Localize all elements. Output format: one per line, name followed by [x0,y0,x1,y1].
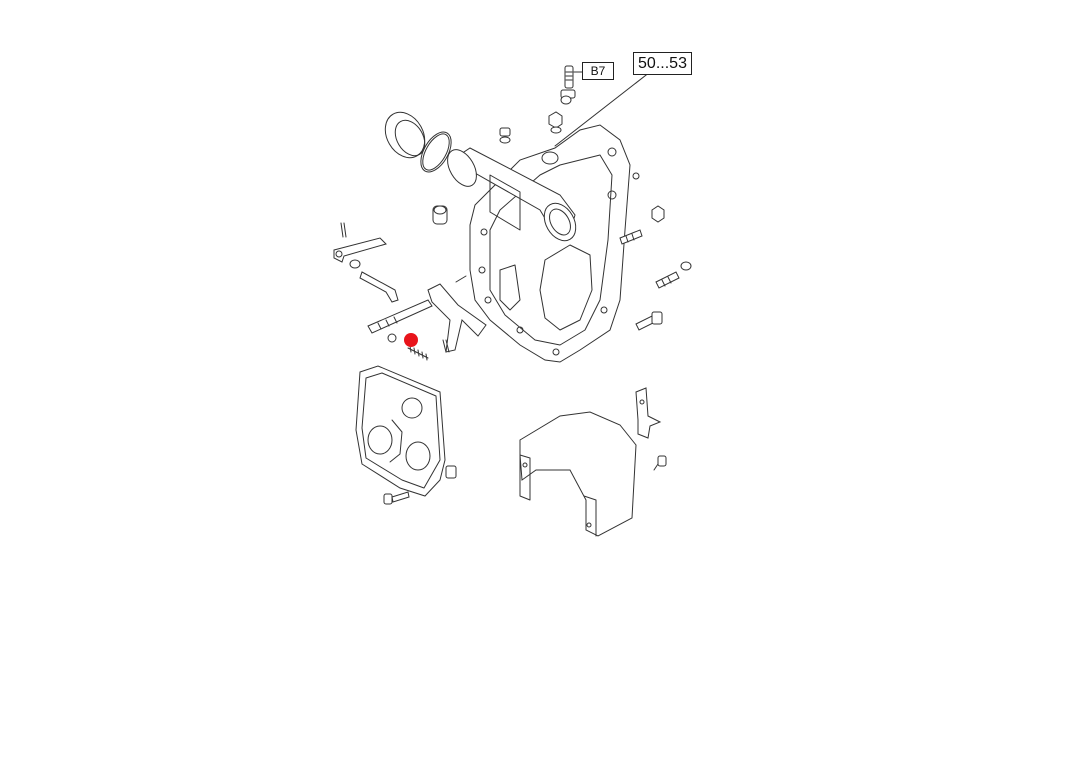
highlighted-part-marker[interactable] [404,333,418,347]
detent-spring [407,345,429,361]
nut-right [651,205,665,223]
selector-lever [333,237,387,263]
shaft-tube [447,147,577,242]
bushing-part [432,205,448,225]
seal-cap [384,111,426,159]
leader-line-range [554,71,651,147]
nut-part [548,111,563,134]
selector-shaft-lower [367,299,433,334]
bolt-right [635,311,663,331]
callout-b7[interactable]: B7 [582,62,614,80]
mounting-bracket [635,387,662,439]
pin-part [340,222,347,238]
roll-pin-b [442,339,450,353]
spring-clip [349,259,361,269]
bracket-bolt [653,455,667,471]
selector-shaft-upper [359,271,399,303]
nut-far-right [680,261,692,271]
o-ring [420,131,452,173]
plug-part [560,95,572,105]
shift-fork [427,283,487,353]
cover-bolt [383,491,410,505]
guard-cover [519,411,637,537]
stud-middle [655,271,680,289]
callout-part-range[interactable]: 50...53 [633,52,692,75]
stud-upper [619,229,643,245]
detent-ball-outline [387,333,397,343]
roll-pin-a [455,275,467,283]
gearbox-housing [469,124,640,363]
cover-plate [355,365,446,497]
sensor-part [560,65,576,99]
breather-plug [499,127,511,144]
dowel-sleeve [445,465,457,479]
